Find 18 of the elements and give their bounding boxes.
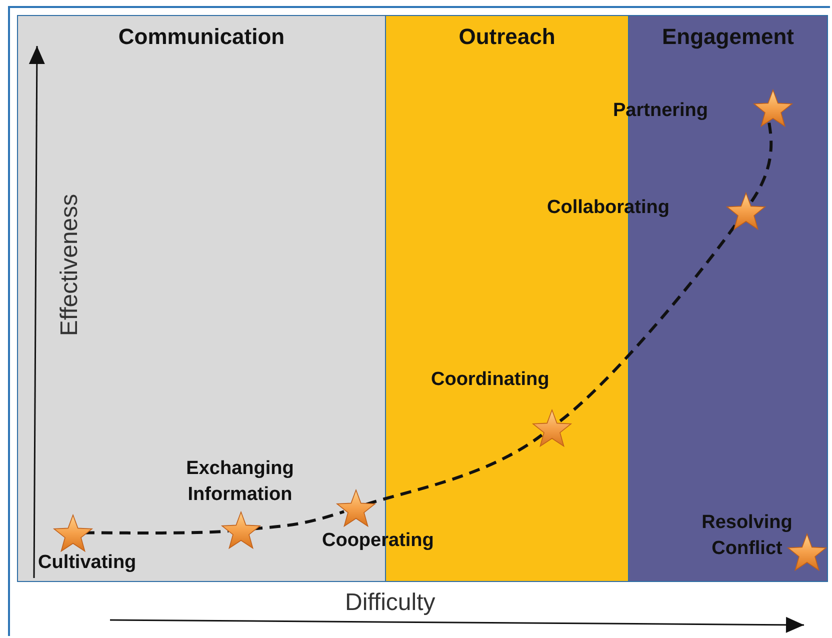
dashed-curve [84, 530, 229, 534]
stage-label: Exchanging Information [185, 457, 295, 507]
band-heading: Engagement [660, 24, 796, 50]
stage-label: Coordinating [431, 368, 550, 392]
band-heading: Outreach [458, 24, 556, 50]
stage-label: Cultivating [38, 551, 136, 575]
stage-label: Resolving Conflict [700, 511, 794, 561]
star-marker [220, 510, 262, 552]
axis-label: Effectiveness [56, 194, 84, 336]
dashed-curve [366, 434, 543, 506]
star-marker [786, 532, 828, 574]
band-heading: Communication [117, 24, 286, 50]
star-marker [725, 191, 767, 233]
star-marker [52, 513, 94, 555]
star-marker [531, 408, 573, 450]
star-marker [335, 488, 377, 530]
axis-label: Difficulty [345, 589, 436, 617]
star-marker [752, 88, 794, 130]
